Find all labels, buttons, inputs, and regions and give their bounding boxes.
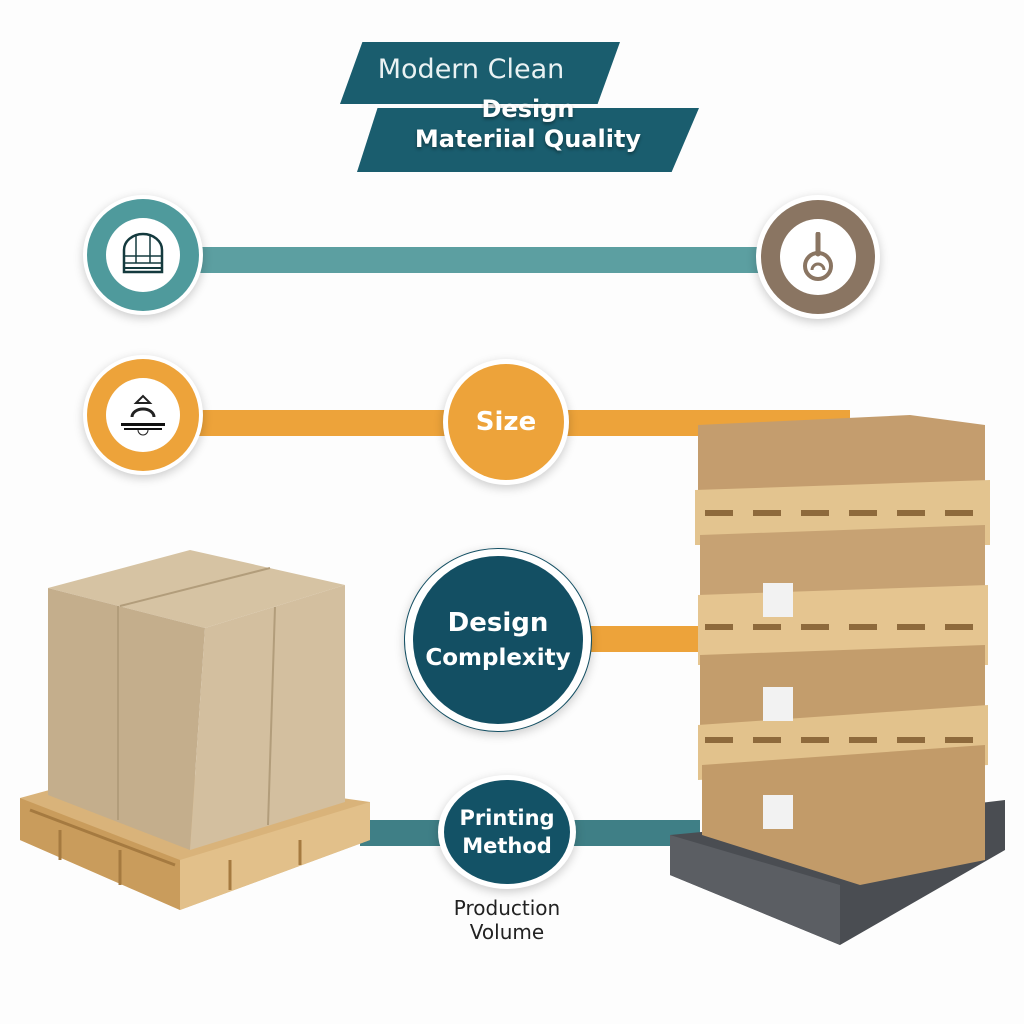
title-line-2: Design [481,95,575,123]
size-icon-node [83,355,203,475]
material-node [83,195,203,315]
design-complexity-node: Design Complexity [404,548,592,732]
stacked-pallets-image [670,415,1005,945]
teal-connector-top [190,247,770,273]
title-banner-bottom [357,108,699,172]
title-banner-top [340,42,620,104]
orange-connector-complexity [580,626,710,652]
material-texture-icon [122,232,164,274]
design-complexity-label-1: Design [447,608,549,638]
title-line-3: Materiial Quality [414,125,642,153]
quality-node [756,195,880,319]
printing-method-label-2: Method [462,834,552,858]
size-tool-icon [121,394,165,436]
design-complexity-label-2: Complexity [425,645,571,671]
production-volume-label-1: Production [453,896,561,920]
quality-dial-icon [803,232,833,281]
printing-method-label-1: Printing [459,806,555,830]
production-volume-label-2: Volume [469,920,545,944]
title-line-1: Modern Clean [377,54,565,85]
production-volume-label: Production Volume [420,896,594,944]
title-line-2-3: Design Materiial Quality [357,94,699,154]
printing-method-node: Printing Method [438,775,576,889]
size-label: Size [475,407,537,437]
stacked-boxes [695,415,990,885]
size-node: Size [443,359,569,485]
box-on-pallet-image [20,550,370,910]
